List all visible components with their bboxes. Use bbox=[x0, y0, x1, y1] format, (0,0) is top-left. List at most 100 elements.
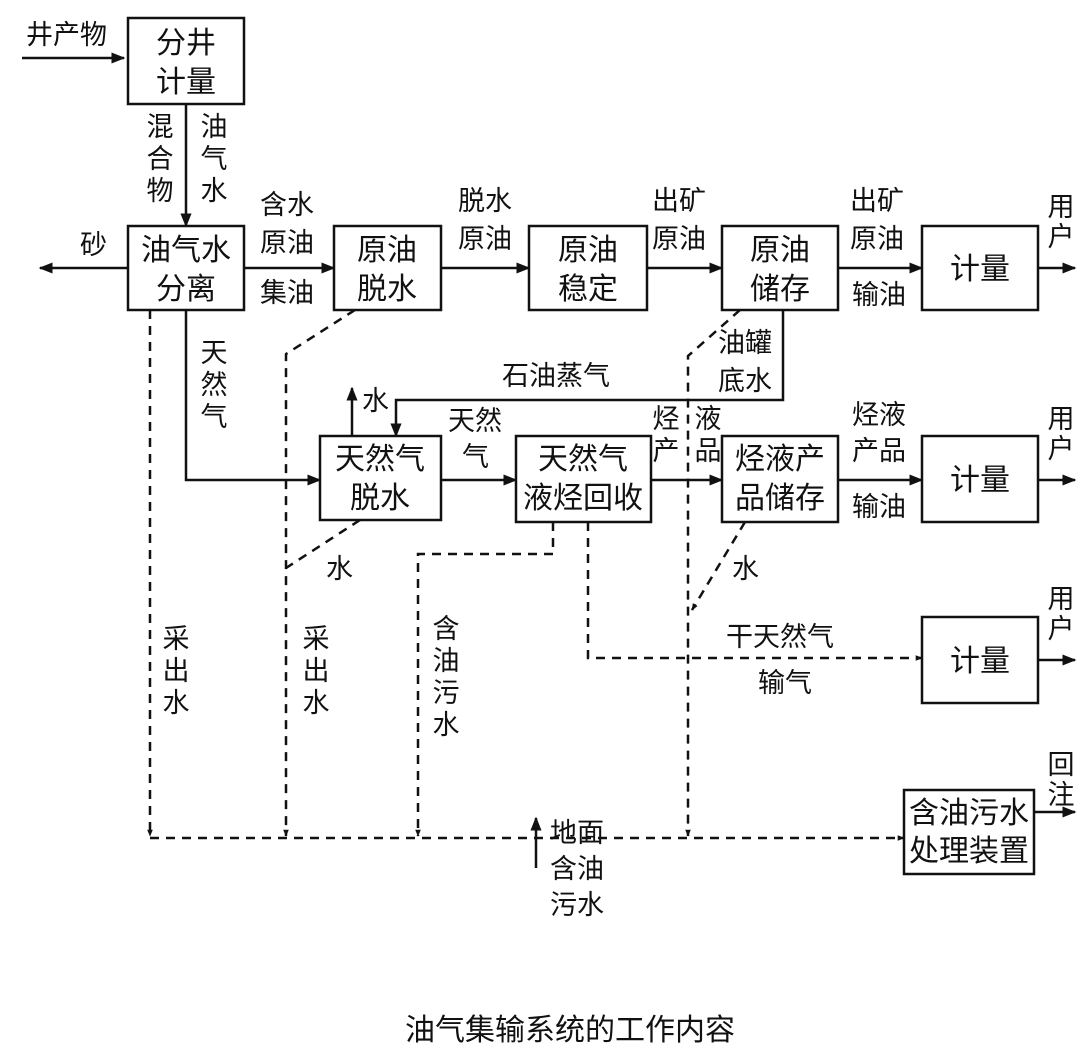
label-dehydrated-crude-1: 脱水 bbox=[458, 186, 512, 217]
label-user-3a: 用 bbox=[1048, 584, 1075, 615]
dash-dry-gas bbox=[586, 522, 923, 661]
label-water-up: 水 bbox=[362, 386, 389, 417]
label-oily-wastewater-3: 污 bbox=[433, 678, 460, 709]
box-crude-stabilization: 原油 稳定 bbox=[527, 224, 649, 312]
label-natural-gas-1c: 气 bbox=[201, 402, 228, 433]
box-gas-dehydration-line1: 天然气 bbox=[335, 442, 425, 477]
box-ngl-storage: 烃液产 品储存 bbox=[720, 434, 840, 524]
box-crude-dehydration-line2: 脱水 bbox=[357, 272, 417, 307]
box-ngl-storage-line2: 品储存 bbox=[735, 481, 825, 516]
dash-ngl-storage-water bbox=[690, 521, 747, 611]
label-ngl-product-1: 烃液 bbox=[852, 400, 906, 431]
label-water-cut-crude-1: 含水 bbox=[260, 190, 314, 221]
label-oil-gas-water-2: 气 bbox=[201, 144, 228, 175]
label-reinject-1: 回 bbox=[1048, 750, 1075, 781]
dashed-flow-lines bbox=[147, 308, 923, 841]
box-crude-storage: 原油 储存 bbox=[720, 224, 840, 312]
label-water-1: 水 bbox=[326, 554, 353, 585]
label-export-crude-a-2: 原油 bbox=[652, 224, 706, 255]
label-tank-bottom-water-1: 油罐 bbox=[718, 328, 772, 359]
label-user-2b: 户 bbox=[1048, 434, 1075, 465]
dash-oily-wastewater bbox=[415, 522, 555, 837]
label-produced-water-1c: 水 bbox=[163, 688, 190, 719]
box-wastewater-treatment-line2: 处理装置 bbox=[909, 834, 1029, 869]
label-gas-transport: 输气 bbox=[758, 668, 812, 699]
label-reinject-2: 注 bbox=[1048, 780, 1075, 811]
box-gas-dehydration: 天然气 脱水 bbox=[318, 434, 443, 522]
label-oil-gas-water-1: 油 bbox=[201, 112, 228, 143]
label-oil-transport-1: 输油 bbox=[852, 280, 906, 311]
box-ngl-metering: 计量 bbox=[920, 434, 1040, 524]
label-produced-water-1a: 采 bbox=[163, 624, 190, 655]
label-mixture-1: 混 bbox=[147, 112, 174, 143]
label-natural-gas-1b: 然 bbox=[201, 370, 228, 401]
box-gas-metering: 计量 bbox=[920, 615, 1040, 705]
label-water-cut-crude-2: 原油 bbox=[260, 228, 314, 259]
label-surface-oily-water-3: 污水 bbox=[550, 890, 604, 921]
box-wastewater-treatment: 含油污水 处理装置 bbox=[902, 788, 1036, 876]
label-user-3b: 户 bbox=[1048, 614, 1075, 645]
box-crude-dehydration: 原油 脱水 bbox=[332, 224, 443, 312]
solid-flow-lines bbox=[22, 52, 1077, 868]
box-wastewater-treatment-line1: 含油污水 bbox=[909, 796, 1029, 831]
box-oil-metering-label: 计量 bbox=[950, 252, 1010, 287]
box-separation-line1: 油气水 bbox=[141, 233, 231, 268]
label-produced-water-1b: 出 bbox=[163, 656, 190, 687]
label-export-crude-a-1: 出矿 bbox=[652, 186, 706, 217]
label-oily-wastewater-1: 含 bbox=[433, 614, 460, 645]
box-gas-metering-label: 计量 bbox=[950, 644, 1010, 679]
label-user-1a: 用 bbox=[1048, 192, 1075, 223]
label-mixture-3: 物 bbox=[147, 176, 174, 207]
dash-tank-bottom-water bbox=[685, 309, 741, 837]
label-natural-gas-2b: 气 bbox=[462, 442, 489, 473]
box-crude-stabilization-line2: 稳定 bbox=[558, 272, 618, 307]
label-hydrocarbon-1: 烃 bbox=[653, 404, 680, 435]
box-well-metering: 分井 计量 bbox=[126, 16, 246, 106]
label-oily-wastewater-4: 水 bbox=[433, 710, 460, 741]
diagram-caption: 油气集输系统的工作内容 bbox=[405, 1013, 735, 1048]
label-export-crude-b-2: 原油 bbox=[850, 224, 904, 255]
label-gathering-oil: 集油 bbox=[260, 278, 314, 309]
label-mixture-2: 合 bbox=[147, 144, 174, 175]
box-crude-stabilization-line1: 原油 bbox=[558, 233, 618, 268]
box-ngl-recovery-line2: 液烃回收 bbox=[523, 481, 643, 516]
box-ngl-recovery: 天然气 液烃回收 bbox=[514, 434, 653, 524]
label-oil-gas-water-3: 水 bbox=[201, 176, 228, 207]
arrow-natural-gas bbox=[184, 310, 322, 486]
label-user-1b: 户 bbox=[1048, 222, 1075, 253]
box-crude-storage-line2: 储存 bbox=[750, 272, 810, 307]
box-ngl-storage-line1: 烃液产 bbox=[735, 442, 825, 477]
box-ngl-metering-label: 计量 bbox=[950, 463, 1010, 498]
label-dehydrated-crude-2: 原油 bbox=[458, 224, 512, 255]
box-oil-metering: 计量 bbox=[920, 224, 1040, 312]
label-surface-oily-water-1: 地面 bbox=[550, 818, 604, 849]
label-oil-transport-2: 输油 bbox=[852, 492, 906, 523]
box-gas-dehydration-line2: 脱水 bbox=[350, 481, 410, 516]
label-tank-bottom-water-2: 底水 bbox=[718, 366, 772, 397]
label-petroleum-vapor: 石油蒸气 bbox=[502, 361, 610, 392]
label-well-product: 井产物 bbox=[26, 20, 107, 51]
label-liquid-product-1: 液 bbox=[695, 404, 722, 435]
box-crude-dehydration-line1: 原油 bbox=[357, 233, 417, 268]
label-water-2: 水 bbox=[732, 554, 759, 585]
dash-produced-water-2 bbox=[283, 308, 356, 837]
label-produced-water-2b: 出 bbox=[303, 656, 330, 687]
label-surface-oily-water-2: 含油 bbox=[550, 854, 604, 885]
box-ngl-recovery-line1: 天然气 bbox=[538, 442, 628, 477]
label-dry-gas: 干天然气 bbox=[726, 622, 834, 653]
label-liquid-product-2: 品 bbox=[695, 436, 722, 467]
label-export-crude-b-1: 出矿 bbox=[850, 186, 904, 217]
label-hydrocarbon-2: 产 bbox=[653, 436, 680, 467]
label-ngl-product-2: 产品 bbox=[852, 436, 906, 467]
box-well-metering-line2: 计量 bbox=[156, 65, 216, 100]
box-crude-storage-line1: 原油 bbox=[750, 233, 810, 268]
flow-labels: 井产物 砂 混 合 物 油 气 水 含水 原油 集油 脱水 原油 出矿 原油 出… bbox=[26, 20, 1075, 921]
box-separation-line2: 分离 bbox=[156, 272, 216, 307]
label-produced-water-2c: 水 bbox=[303, 688, 330, 719]
label-natural-gas-2a: 天然 bbox=[448, 406, 502, 437]
label-natural-gas-1a: 天 bbox=[201, 338, 228, 369]
label-oily-wastewater-2: 油 bbox=[433, 646, 460, 677]
arrow-petroleum-vapor bbox=[390, 310, 785, 438]
label-produced-water-2a: 采 bbox=[303, 624, 330, 655]
